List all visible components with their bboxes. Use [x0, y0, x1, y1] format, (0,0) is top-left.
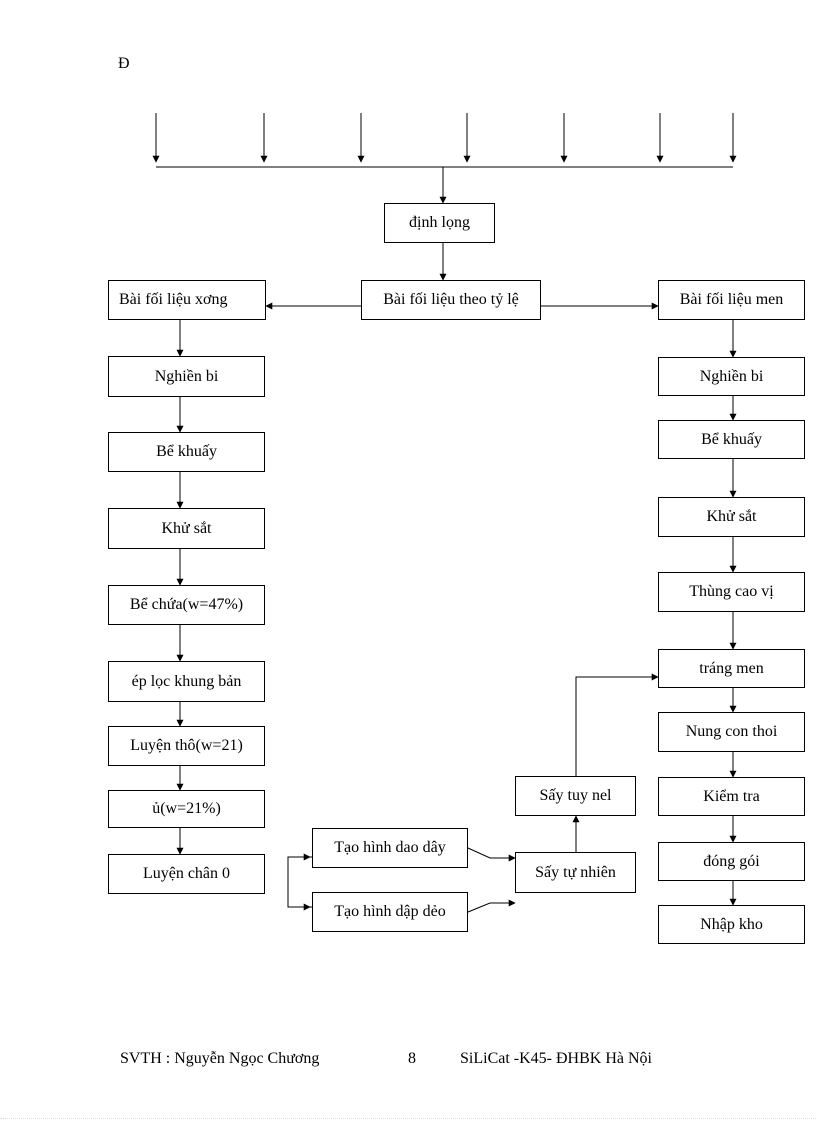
box-left-step-4: Bể chứa(w=47%): [108, 585, 265, 625]
box-right-head: Bài fối liệu men: [658, 280, 805, 320]
box-bai-phoi-lieu-ty-le: Bài fối liệu theo tỷ lệ: [361, 280, 541, 320]
box-tao-hinh-dap-deo: Tạo hình dập dẻo: [312, 892, 468, 932]
box-left-step-6: Luyện thô(w=21): [108, 726, 265, 766]
box-right-step-1: Nghiền bi: [658, 357, 805, 396]
box-right-step-3: Khử sắt: [658, 497, 805, 537]
box-left-step-2: Bể khuấy: [108, 432, 265, 472]
box-left-step-8: Luyện chân 0: [108, 854, 265, 894]
footer-author: SVTH : Nguyễn Ngọc Chương: [120, 1050, 320, 1067]
box-left-head: Bài fối liệu xơng: [108, 280, 266, 320]
forming-loop-top: [287, 856, 312, 911]
footer-page-number: 8: [408, 1050, 416, 1067]
box-right-step-9: Nhập kho: [658, 905, 805, 944]
box-right-step-5: tráng men: [658, 649, 805, 688]
box-right-step-4: Thùng cao vị: [658, 572, 805, 612]
box-say-tu-nhien: Sấy tự nhiên: [515, 852, 636, 893]
bottom-divider: [0, 1118, 816, 1119]
box-right-step-7: Kiểm tra: [658, 777, 805, 816]
box-right-step-6: Nung con thoi: [658, 712, 805, 752]
header-letter: Đ: [118, 55, 130, 72]
box-right-step-8: đóng gói: [658, 842, 805, 881]
box-dinh-long: định lọng: [384, 203, 495, 243]
box-left-step-1: Nghiền bi: [108, 356, 265, 397]
tuy-nel-to-trang-men: [575, 673, 659, 776]
box-left-step-7: ủ(w=21%): [108, 790, 265, 828]
dao-day-to-say: [467, 847, 516, 862]
box-say-tuy-nel: Sấy tuy nel: [515, 776, 636, 816]
box-left-step-5: ép lọc khung bản: [108, 661, 265, 702]
footer-organization: SiLiCat -K45- ĐHBK Hà Nội: [460, 1050, 652, 1067]
forming-loop-bottom: [287, 853, 312, 908]
box-left-step-3: Khử sắt: [108, 508, 265, 549]
box-tao-hinh-dao-day: Tạo hình dao dây: [312, 828, 468, 868]
dap-deo-to-say: [467, 899, 516, 913]
box-right-step-2: Bể khuấy: [658, 420, 805, 459]
